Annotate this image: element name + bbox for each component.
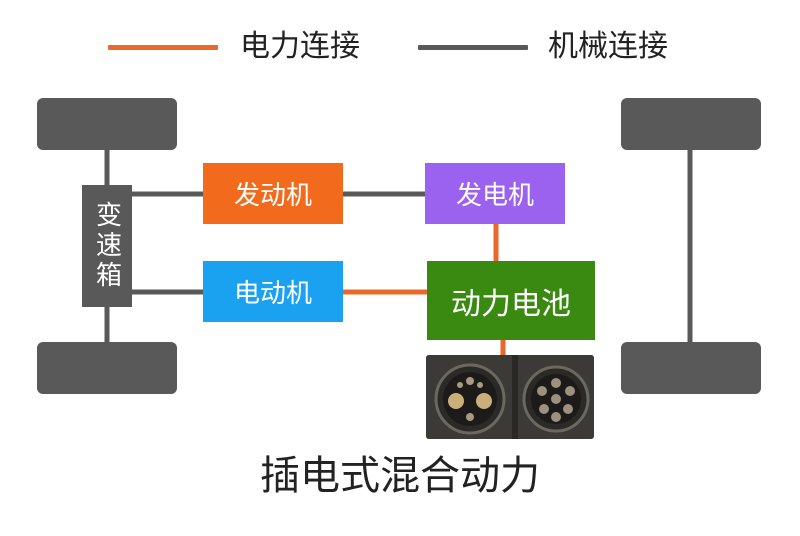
legend-mechanical-label: 机械连接 — [548, 29, 668, 64]
gearbox: 变速箱 — [82, 185, 132, 307]
battery-label: 动力电池 — [451, 286, 571, 322]
engine-label: 发动机 — [233, 181, 312, 211]
front-left-wheel — [37, 98, 177, 150]
ac-port-icon — [434, 363, 506, 435]
legend-electric-line — [108, 45, 218, 50]
motor-label: 电动机 — [233, 279, 312, 309]
diagram-caption: 插电式混合动力 — [260, 453, 540, 499]
rear-right-wheel — [621, 342, 761, 394]
legend-electric-label: 电力连接 — [240, 29, 360, 64]
engine-box: 发动机 — [203, 163, 343, 224]
generator-box: 发电机 — [425, 163, 565, 224]
dc-port-icon — [522, 365, 590, 433]
legend-mechanical-line — [418, 45, 528, 50]
generator-label: 发电机 — [455, 181, 534, 211]
battery-box: 动力电池 — [427, 261, 595, 340]
charging-port-image — [426, 355, 594, 439]
rear-left-wheel — [37, 342, 177, 394]
gearbox-label: 变速箱 — [91, 201, 122, 291]
motor-box: 电动机 — [203, 261, 343, 322]
front-right-wheel — [621, 98, 761, 150]
